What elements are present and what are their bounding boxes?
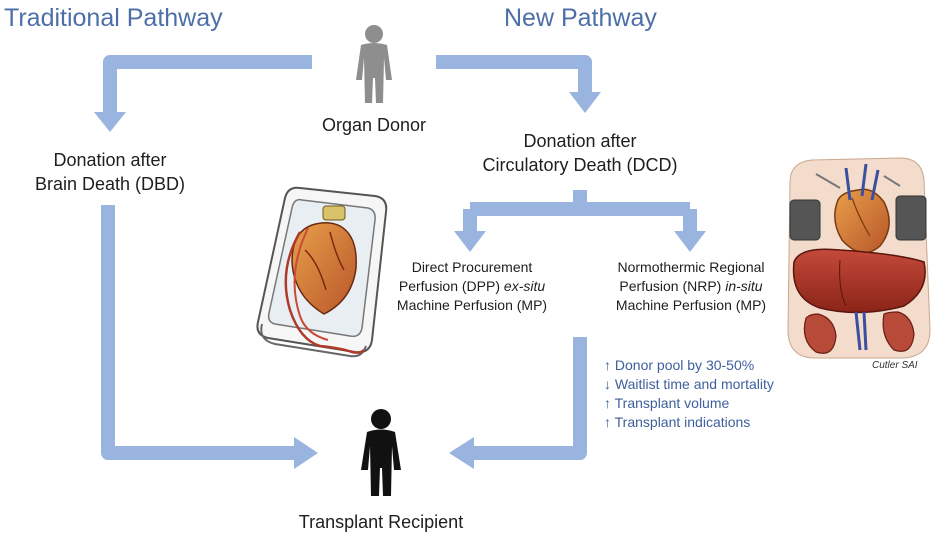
benefit-transplant-volume: ↑ Transplant volume: [604, 395, 730, 411]
arrowhead-dcd: [569, 92, 601, 113]
arrow-dbd-to-recipient: [101, 205, 296, 460]
dpp-label-line1: Direct Procurement: [411, 259, 533, 275]
nrp-label-line1: Normothermic Regional: [617, 259, 765, 275]
nrp-label-line3: Machine Perfusion (MP): [615, 297, 767, 313]
arrow-dcd-split: [463, 190, 697, 232]
benefit-waitlist: ↓ Waitlist time and mortality: [604, 376, 774, 392]
nrp-label-in-situ: in-situ: [725, 278, 763, 294]
nrp-label-line2-text: Perfusion (NRP): [619, 278, 726, 294]
recipient-person-icon: [361, 409, 401, 496]
dpp-label: Direct Procurement Perfusion (DPP) ex-si…: [382, 258, 562, 315]
ex-situ-perfusion-device-illustration: [256, 186, 388, 358]
dpp-label-ex-situ: ex-situ: [503, 278, 546, 294]
dbd-label: Donation after Brain Death (DBD): [20, 148, 200, 196]
arrow-donor-to-dcd: [436, 55, 592, 93]
dpp-label-line2-text: Perfusion (DPP): [398, 278, 504, 294]
arrow-donor-to-dbd: [103, 55, 312, 113]
dbd-label-line1: Donation after: [53, 150, 167, 170]
traditional-pathway-header: Traditional Pathway: [4, 4, 223, 32]
dcd-label-line2: Circulatory Death (DCD): [482, 155, 678, 175]
benefits-list: ↑ Donor pool by 30-50% ↓ Waitlist time a…: [604, 356, 774, 432]
nrp-label-line2: Perfusion (NRP) in-situ: [598, 277, 784, 296]
benefit-transplant-indications: ↑ Transplant indications: [604, 414, 751, 430]
dcd-label: Donation after Circulatory Death (DCD): [460, 129, 700, 177]
dcd-label-line1: Donation after: [523, 131, 637, 151]
new-pathway-header: New Pathway: [504, 4, 657, 32]
arrowhead-dpp: [454, 231, 486, 252]
dpp-label-line2: Perfusion (DPP) ex-situ: [382, 277, 562, 296]
dpp-label-line3: Machine Perfusion (MP): [396, 297, 548, 313]
benefit-donor-pool: ↑ Donor pool by 30-50%: [604, 357, 755, 373]
arrowhead-perf-recipient: [449, 437, 474, 469]
donor-person-icon: [356, 25, 392, 103]
dbd-label-line2: Brain Death (DBD): [34, 174, 186, 194]
arrowhead-nrp: [674, 231, 706, 252]
arrowhead-dbd: [94, 112, 126, 132]
nrp-label: Normothermic Regional Perfusion (NRP) in…: [598, 258, 784, 315]
organ-donor-label: Organ Donor: [321, 115, 427, 135]
illustration-signature: Cutler SAI: [872, 360, 918, 371]
arrow-perfusion-to-recipient: [472, 337, 587, 460]
in-situ-nrp-anatomy-illustration: [787, 157, 931, 359]
transplant-recipient-label: Transplant Recipient: [298, 512, 464, 532]
arrowhead-dbd-recipient: [294, 437, 318, 469]
